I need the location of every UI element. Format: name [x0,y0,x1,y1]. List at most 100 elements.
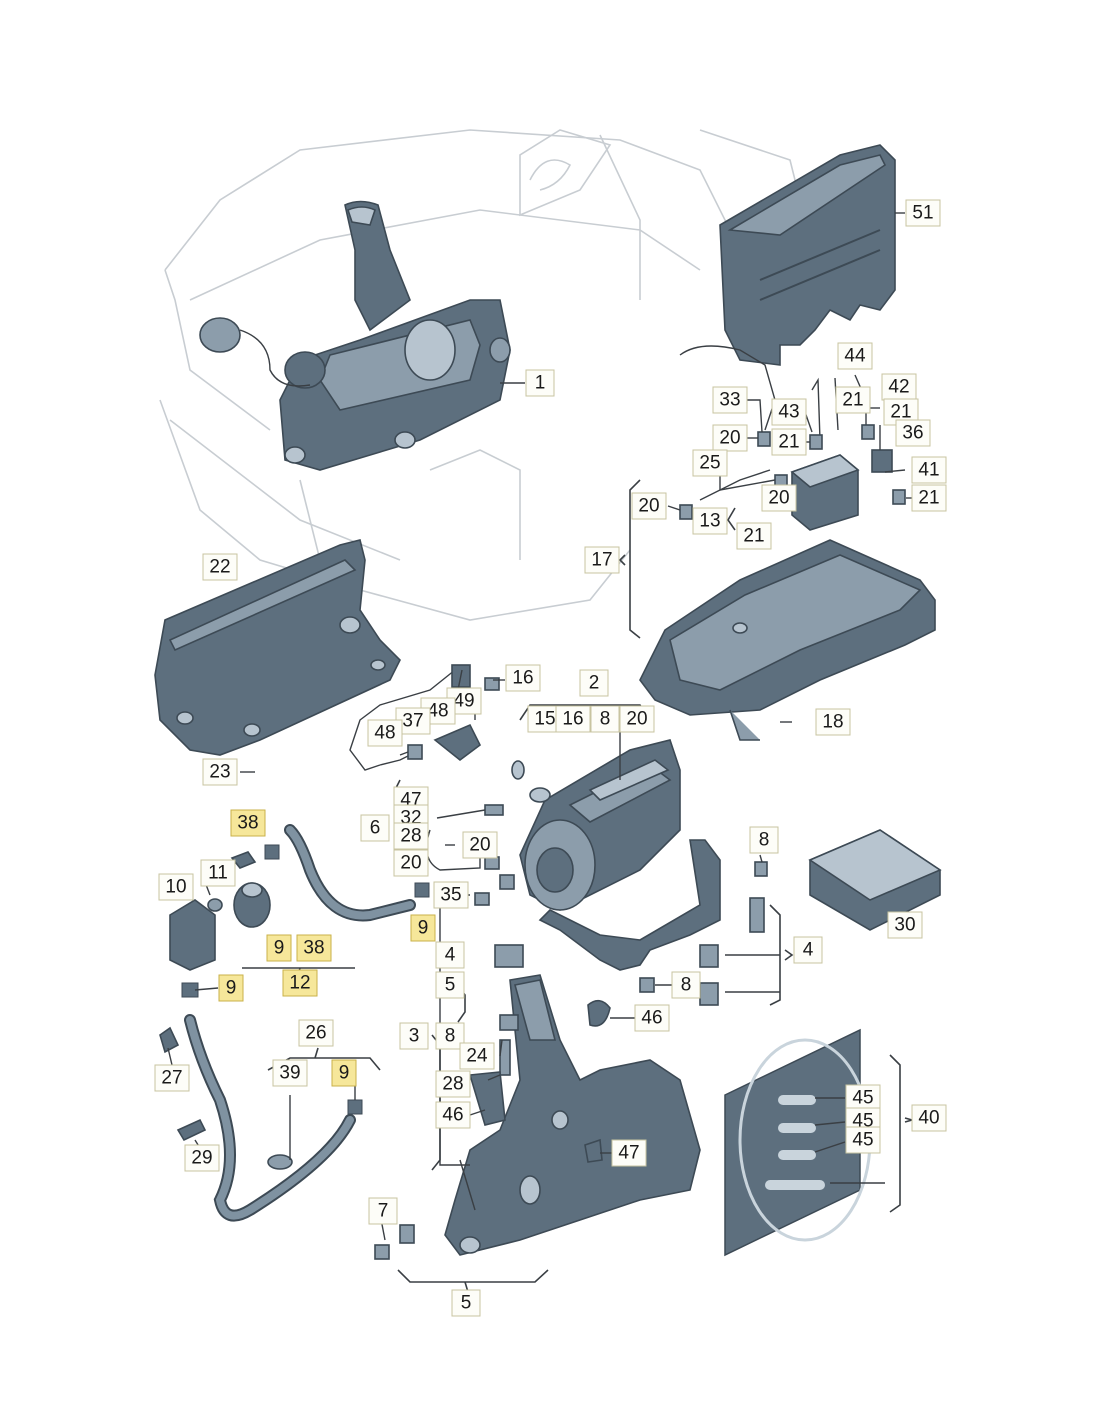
svg-text:40: 40 [918,1108,939,1129]
callout-9-b-highlighted[interactable]: 9 [266,934,292,962]
callout-21-e[interactable]: 21 [736,522,772,550]
callout-33[interactable]: 33 [712,386,748,414]
svg-text:2: 2 [589,673,600,694]
callout-20-d[interactable]: 20 [619,705,655,733]
callout-24[interactable]: 24 [459,1042,495,1070]
callout-9-d-highlighted[interactable]: 9 [331,1059,357,1087]
svg-text:41: 41 [918,460,939,481]
svg-text:21: 21 [778,432,799,453]
callout-4-b[interactable]: 4 [435,941,465,969]
callout-9-a-highlighted[interactable]: 9 [410,914,436,942]
svg-text:20: 20 [719,428,740,449]
svg-text:8: 8 [445,1026,456,1047]
callout-30[interactable]: 30 [887,911,923,939]
callout-26[interactable]: 26 [298,1019,334,1047]
svg-text:5: 5 [461,1293,472,1314]
callout-45-c[interactable]: 45 [845,1126,881,1154]
callout-6[interactable]: 6 [360,814,390,842]
svg-text:37: 37 [402,711,423,732]
cover-part-51 [719,144,896,366]
callout-8-c[interactable]: 8 [671,971,701,999]
svg-text:5: 5 [445,975,456,996]
callout-47-b[interactable]: 47 [611,1139,647,1167]
callout-5-a[interactable]: 5 [435,971,465,999]
callout-8-d[interactable]: 8 [435,1022,465,1050]
callout-22[interactable]: 22 [202,553,238,581]
callout-21-d[interactable]: 21 [911,484,947,512]
callout-16-a[interactable]: 16 [505,664,541,692]
callout-2[interactable]: 2 [579,669,609,697]
callout-20-f[interactable]: 20 [393,849,429,877]
callout-23[interactable]: 23 [202,758,238,786]
callout-5-b[interactable]: 5 [451,1289,481,1317]
pressure-reservoir-part-17 [639,539,936,741]
svg-text:20: 20 [400,853,421,874]
callout-8-b[interactable]: 8 [749,826,779,854]
callout-13[interactable]: 13 [692,507,728,535]
control-unit-part-30 [808,829,942,931]
callout-21-c[interactable]: 21 [771,428,807,456]
callout-43[interactable]: 43 [771,398,807,426]
svg-text:47: 47 [618,1143,639,1164]
callout-10[interactable]: 10 [158,873,194,901]
callout-45-a[interactable]: 45 [845,1084,881,1112]
callout-51[interactable]: 51 [905,199,941,227]
svg-text:48: 48 [374,723,395,744]
callout-39[interactable]: 39 [272,1059,308,1087]
callout-48-b[interactable]: 48 [367,719,403,747]
callout-18[interactable]: 18 [815,708,851,736]
callout-8-a[interactable]: 8 [590,705,620,733]
callout-28-b[interactable]: 28 [435,1070,471,1098]
callout-3[interactable]: 3 [399,1022,429,1050]
left-small-components [159,851,293,1170]
svg-text:28: 28 [400,826,421,847]
svg-text:46: 46 [641,1008,662,1029]
callout-40[interactable]: 40 [911,1104,947,1132]
callout-20-e[interactable]: 20 [462,831,498,859]
svg-text:3: 3 [409,1026,420,1047]
svg-text:51: 51 [912,203,933,224]
svg-text:6: 6 [370,818,381,839]
svg-text:25: 25 [699,453,720,474]
callout-38-b-highlighted[interactable]: 38 [296,934,332,962]
callout-35[interactable]: 35 [433,881,469,909]
svg-text:11: 11 [208,863,228,884]
callout-21-a[interactable]: 21 [835,386,871,414]
callout-27[interactable]: 27 [154,1064,190,1092]
callout-7[interactable]: 7 [368,1197,398,1225]
svg-text:48: 48 [427,701,448,722]
callout-20-c[interactable]: 20 [631,492,667,520]
svg-text:27: 27 [161,1068,182,1089]
callout-38-a-highlighted[interactable]: 38 [230,809,266,837]
callout-12-highlighted[interactable]: 12 [282,969,318,997]
callout-20-a[interactable]: 20 [712,424,748,452]
svg-text:20: 20 [638,496,659,517]
callout-labels: 1 51 44 42 33 43 21 21 36 20 21 25 41 20… [154,199,947,1317]
callout-36[interactable]: 36 [895,419,931,447]
svg-text:9: 9 [339,1063,350,1084]
callout-17[interactable]: 17 [584,546,620,574]
callout-16-b[interactable]: 16 [555,705,591,733]
svg-text:21: 21 [890,402,911,423]
callout-29[interactable]: 29 [184,1144,220,1172]
callout-44[interactable]: 44 [837,342,873,370]
svg-text:1: 1 [535,373,546,394]
callout-25[interactable]: 25 [692,449,728,477]
callout-46-a[interactable]: 46 [634,1004,670,1032]
callout-4-a[interactable]: 4 [793,936,823,964]
callout-46-b[interactable]: 46 [435,1101,471,1129]
callout-11[interactable]: 11 [200,859,236,887]
compressor-part-2 [519,739,681,911]
svg-text:4: 4 [445,945,456,966]
callout-1[interactable]: 1 [525,369,555,397]
callout-9-c-highlighted[interactable]: 9 [218,974,244,1002]
svg-text:23: 23 [209,762,230,783]
svg-text:38: 38 [303,938,324,959]
callout-41[interactable]: 41 [911,456,947,484]
callout-28-a[interactable]: 28 [393,822,429,850]
svg-text:16: 16 [562,709,583,730]
underbody-shield-part-22 [154,539,401,756]
callout-20-b[interactable]: 20 [761,484,797,512]
callout-42[interactable]: 42 [881,373,917,401]
